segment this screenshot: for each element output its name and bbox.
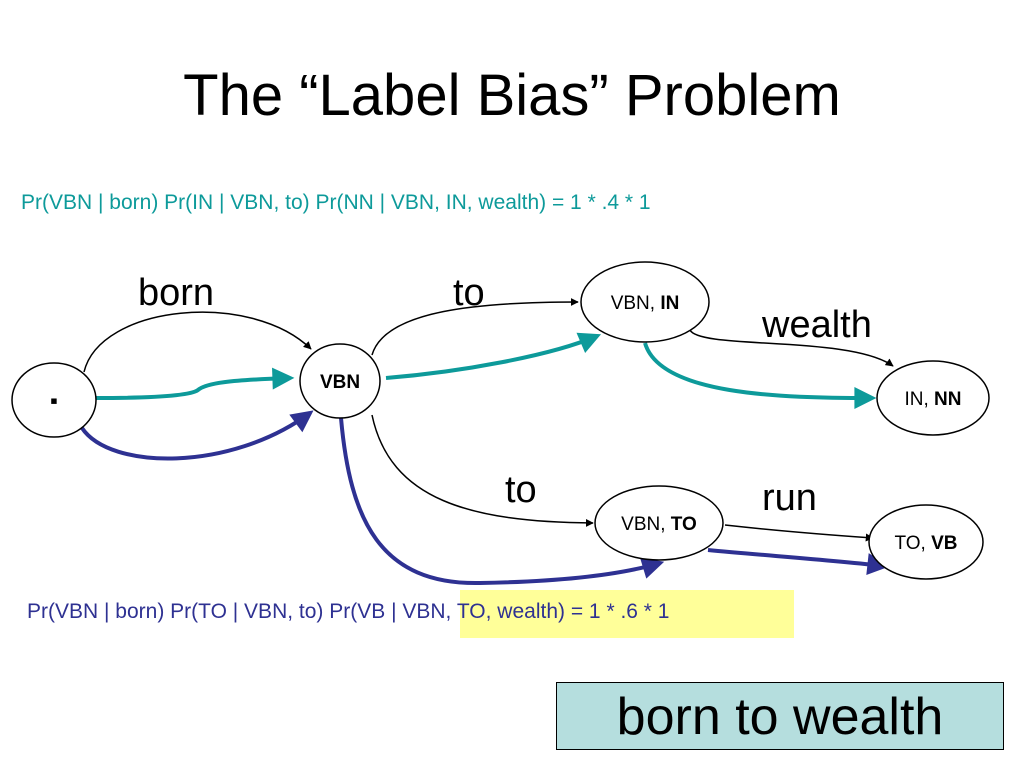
node-in-nn-bold: NN (934, 389, 961, 410)
node-to-vb: TO, VB (868, 504, 984, 580)
navy-path-vbn-to (339, 417, 665, 586)
svg-text:IN, NN: IN, NN (904, 389, 961, 410)
node-in-nn-plain: IN, (904, 389, 934, 410)
edge-label-born: born (138, 272, 214, 314)
navy-path-to-vb (707, 548, 890, 576)
node-vbn-to-bold: TO (671, 514, 697, 535)
node-vbn-to: VBN, TO (594, 485, 724, 561)
edge-label-wealth: wealth (761, 304, 872, 346)
node-vbn-in-plain: VBN, (611, 293, 661, 314)
formula-lower-path: Pr(VBN | born) Pr(TO | VBN, to) Pr(VB | … (27, 600, 670, 623)
formula-highlight (460, 590, 794, 638)
node-vbn-in: VBN, IN (580, 261, 710, 343)
node-vbn-to-plain: VBN, (621, 514, 671, 535)
teal-path-start-vbn (95, 367, 295, 400)
node-vbn-label: VBN (320, 372, 360, 393)
edge-label-to-upper: to (453, 272, 485, 314)
edge-to-upper (371, 298, 579, 356)
node-in-nn: IN, NN (876, 360, 990, 436)
node-to-vb-plain: TO, (894, 533, 931, 554)
svg-text:VBN, IN: VBN, IN (611, 293, 680, 314)
node-to-vb-bold: VB (931, 533, 957, 554)
node-vbn: VBN (299, 343, 381, 419)
formula-upper-path: Pr(VBN | born) Pr(IN | VBN, to) Pr(NN | … (21, 191, 651, 214)
svg-text:VBN, TO: VBN, TO (621, 514, 697, 535)
phrase-box: born to wealth (556, 682, 1004, 750)
edge-run (724, 524, 874, 542)
teal-path-in-nn (643, 342, 877, 409)
edge-to-lower (371, 414, 594, 527)
node-start-label: ▪ (50, 388, 58, 413)
node-vbn-in-bold: IN (660, 293, 679, 314)
slide-title: The “Label Bias” Problem (183, 63, 841, 128)
node-start: ▪ (11, 362, 97, 438)
svg-text:TO, VB: TO, VB (894, 533, 957, 554)
edge-label-to-lower: to (505, 469, 537, 511)
edge-label-run: run (762, 477, 817, 519)
navy-path-start-vbn (80, 410, 314, 461)
teal-path-vbn-in (385, 332, 602, 380)
edge-born (83, 311, 312, 373)
edge-wealth (689, 329, 894, 367)
